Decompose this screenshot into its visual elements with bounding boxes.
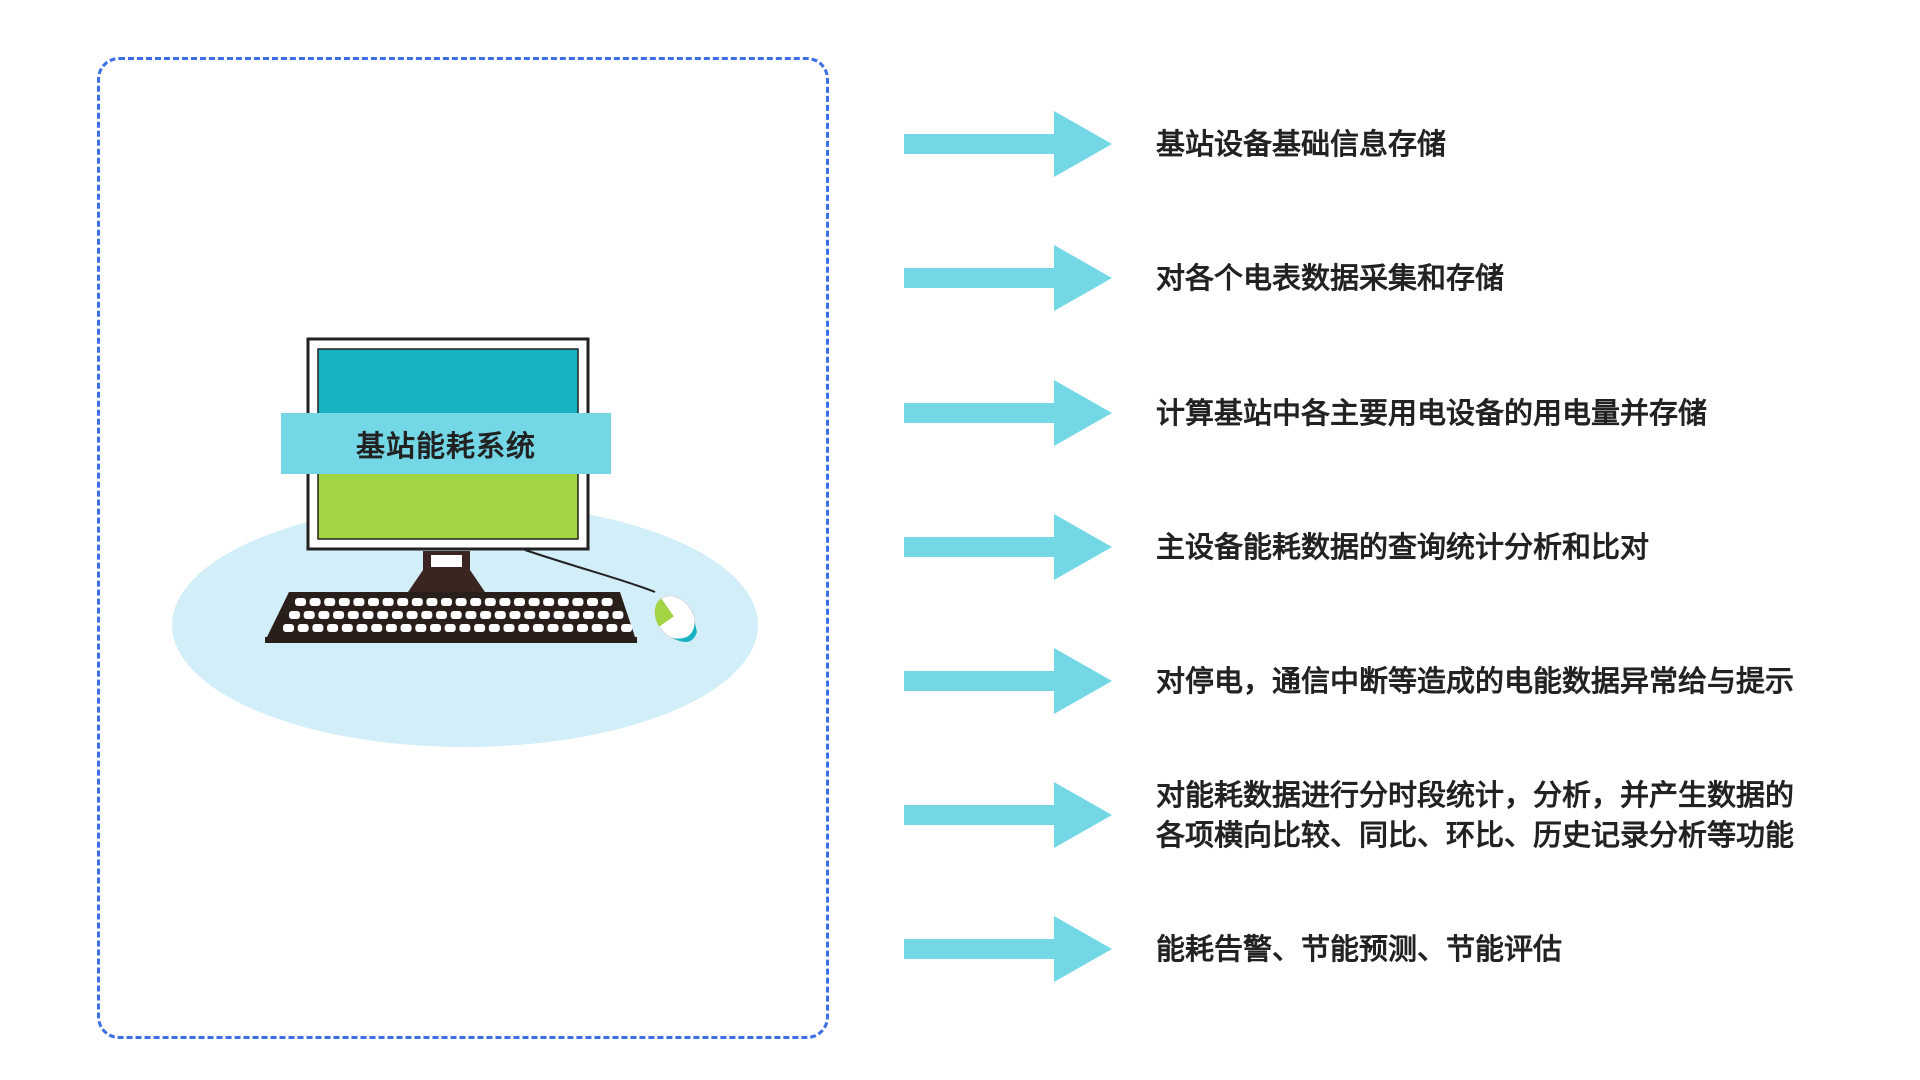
- system-boundary: [97, 57, 829, 1039]
- keyboard-key: [514, 598, 525, 606]
- keyboard-key: [309, 598, 321, 606]
- keyboard-key: [509, 611, 521, 619]
- keyboard-key: [297, 624, 309, 632]
- keyboard-key: [557, 598, 569, 606]
- mouse-cable: [524, 549, 656, 593]
- feature-item: 主设备能耗数据的查询统计分析和比对: [904, 507, 1904, 587]
- feature-text: 对停电，通信中断等造成的电能数据异常给与提示: [1156, 664, 1795, 698]
- keyboard-key: [455, 598, 467, 606]
- keyboard-keys: [283, 598, 633, 632]
- feature-item: 能耗告警、节能预测、节能评估: [904, 909, 1904, 989]
- keyboard-key: [411, 598, 423, 606]
- computer-illustration: [172, 337, 758, 747]
- keyboard-key: [338, 598, 350, 606]
- keyboard-key: [327, 624, 339, 632]
- feature-text: 计算基站中各主要用电设备的用电量并存储: [1156, 396, 1708, 430]
- feature-item: 计算基站中各主要用电设备的用电量并存储: [904, 373, 1904, 453]
- keyboard-key: [470, 598, 482, 606]
- keyboard-key: [621, 624, 633, 632]
- keyboard-key: [524, 611, 536, 619]
- keyboard-key: [568, 611, 580, 619]
- keyboard-key: [436, 611, 447, 619]
- arrow-right-icon: [904, 245, 1112, 311]
- feature-item: 基站设备基础信息存储: [904, 104, 1904, 184]
- keyboard-key: [612, 611, 624, 619]
- keyboard-key: [283, 624, 294, 632]
- keyboard-key: [597, 611, 609, 619]
- arrow-right-icon: [904, 111, 1112, 177]
- keyboard-key: [400, 624, 412, 632]
- arrow-right-icon: [904, 380, 1112, 446]
- keyboard-key: [480, 611, 492, 619]
- keyboard-key: [543, 598, 555, 606]
- keyboard-key: [324, 598, 336, 606]
- keyboard-key: [312, 624, 324, 632]
- system-label: 基站能耗系统: [281, 413, 611, 474]
- keyboard-key: [382, 598, 394, 606]
- keyboard-key: [547, 624, 559, 632]
- keyboard-key: [353, 598, 365, 606]
- keyboard-key: [397, 598, 409, 606]
- keyboard-key: [430, 624, 441, 632]
- keyboard-key: [385, 624, 397, 632]
- keyboard-key: [572, 598, 584, 606]
- keyboard-key: [318, 611, 330, 619]
- keyboard-key: [444, 624, 456, 632]
- feature-text: 对能耗数据进行分时段统计，分析，并产生数据的 各项横向比较、同比、环比、历史记录…: [1156, 778, 1795, 852]
- feature-text: 主设备能耗数据的查询统计分析和比对: [1156, 530, 1650, 564]
- feature-text: 对各个电表数据采集和存储: [1156, 261, 1505, 295]
- feature-item: 对停电，通信中断等造成的电能数据异常给与提示: [904, 641, 1904, 721]
- keyboard-key: [415, 624, 427, 632]
- keyboard-key: [538, 611, 550, 619]
- arrow-right-icon: [904, 514, 1112, 580]
- keyboard-key: [406, 611, 418, 619]
- keyboard-key: [421, 611, 433, 619]
- keyboard-key: [583, 611, 594, 619]
- keyboard-key: [499, 598, 511, 606]
- keyboard-key: [488, 624, 500, 632]
- keyboard-key: [368, 598, 379, 606]
- keyboard-key: [391, 611, 403, 619]
- mouse-icon: [654, 595, 697, 642]
- keyboard-key: [553, 611, 565, 619]
- keyboard-key: [465, 611, 477, 619]
- keyboard-key: [562, 624, 574, 632]
- keyboard-key: [528, 598, 540, 606]
- keyboard-key: [484, 598, 496, 606]
- keyboard-key: [347, 611, 359, 619]
- keyboard-key: [289, 611, 300, 619]
- keyboard-key: [601, 598, 613, 606]
- arrow-right-icon: [904, 648, 1112, 714]
- keyboard-key: [371, 624, 383, 632]
- keyboard-key: [518, 624, 530, 632]
- feature-item: 对各个电表数据采集和存储: [904, 238, 1904, 318]
- keyboard-key: [362, 611, 374, 619]
- arrow-right-icon: [904, 916, 1112, 982]
- keyboard-key: [341, 624, 353, 632]
- keyboard-key: [303, 611, 315, 619]
- keyboard-key: [441, 598, 452, 606]
- keyboard-key: [532, 624, 544, 632]
- keyboard-key: [591, 624, 603, 632]
- keyboard-key: [577, 624, 588, 632]
- feature-text: 基站设备基础信息存储: [1156, 127, 1447, 161]
- keyboard-key: [494, 611, 506, 619]
- arrow-right-icon: [904, 782, 1112, 848]
- keyboard-key: [377, 611, 389, 619]
- keyboard-key: [459, 624, 471, 632]
- keyboard-key: [450, 611, 462, 619]
- keyboard-key: [356, 624, 368, 632]
- keyboard-key: [474, 624, 486, 632]
- keyboard-key: [503, 624, 515, 632]
- keyboard-key: [587, 598, 598, 606]
- keyboard-key: [295, 598, 306, 606]
- feature-item: 对能耗数据进行分时段统计，分析，并产生数据的 各项横向比较、同比、环比、历史记录…: [904, 775, 1904, 855]
- keyboard-key: [333, 611, 345, 619]
- feature-text: 能耗告警、节能预测、节能评估: [1156, 932, 1563, 966]
- keyboard-key: [426, 598, 438, 606]
- monitor-stand: [408, 551, 485, 592]
- keyboard-key: [606, 624, 618, 632]
